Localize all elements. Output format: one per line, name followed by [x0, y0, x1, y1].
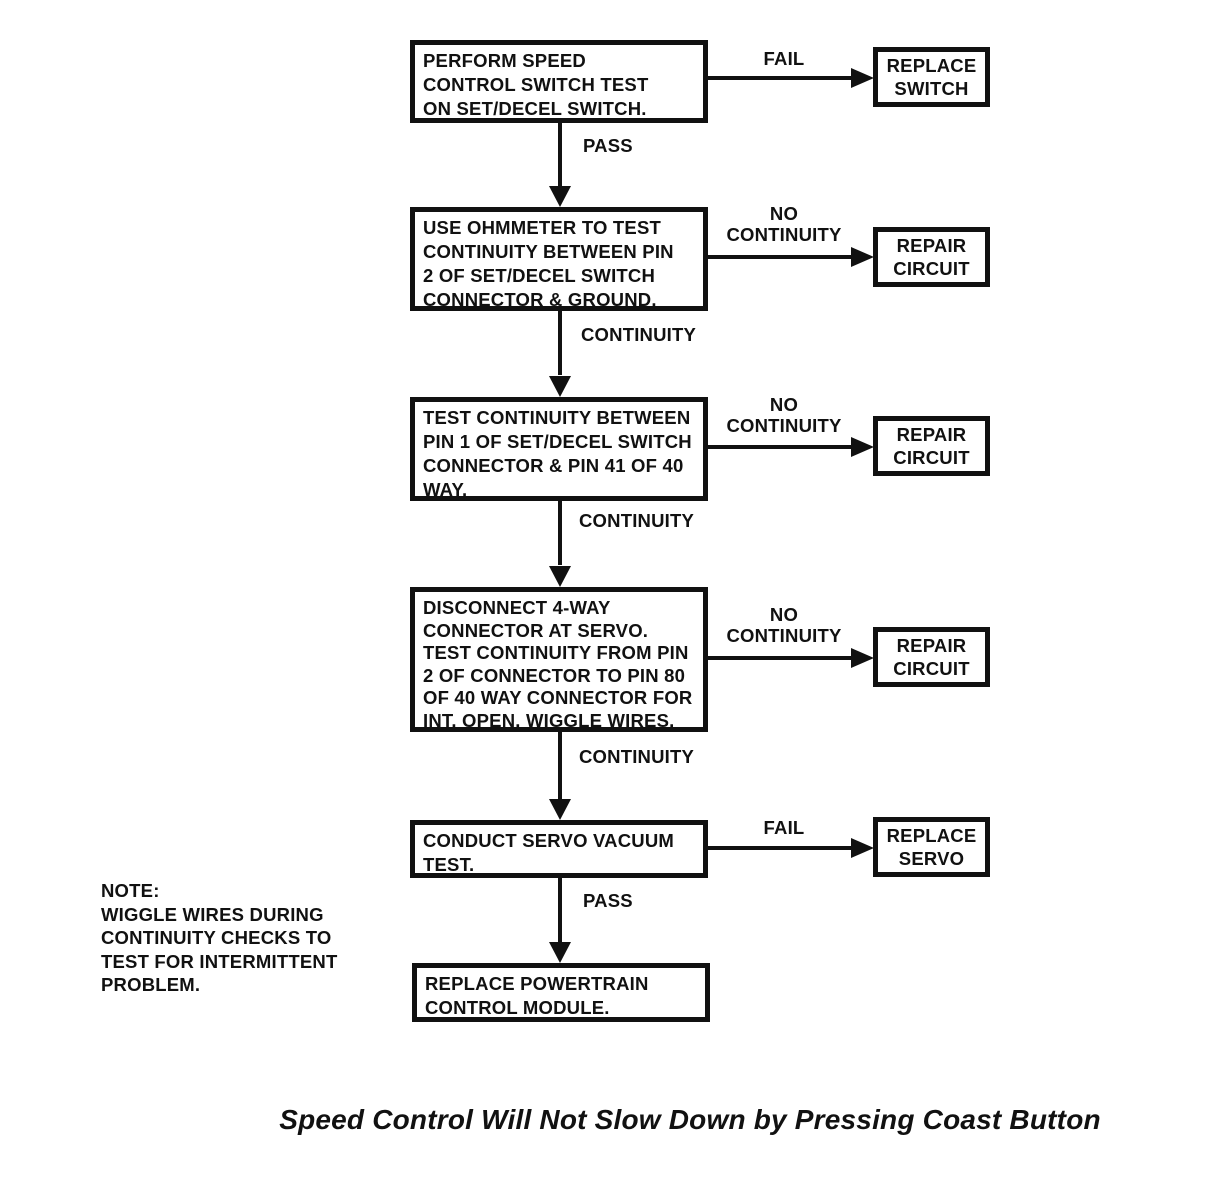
action-box-repair-circuit-3: REPAIR CIRCUIT [873, 627, 990, 687]
branch-arrow-head-2 [851, 247, 874, 267]
edge-label-no-continuity-4: NO CONTINUITY [726, 604, 842, 646]
down-arrow-line-2 [558, 311, 562, 375]
edge-label-continuity-4: CONTINUITY [579, 746, 695, 767]
down-arrow-head-4 [549, 799, 571, 820]
action-box-replace-servo: REPLACE SERVO [873, 817, 990, 877]
branch-arrow-head-4 [851, 648, 874, 668]
branch-arrow-line-1 [708, 76, 855, 80]
down-arrow-line-1 [558, 123, 562, 189]
branch-arrow-line-2 [708, 255, 855, 259]
edge-label-continuity-2: CONTINUITY [581, 324, 697, 345]
edge-label-fail-1: FAIL [763, 48, 805, 69]
branch-arrow-head-5 [851, 838, 874, 858]
down-arrow-head-3 [549, 566, 571, 587]
step-box-replace-pcm: REPLACE POWERTRAIN CONTROL MODULE. [412, 963, 710, 1022]
edge-label-no-continuity-2: NO CONTINUITY [726, 203, 842, 245]
action-box-repair-circuit-2: REPAIR CIRCUIT [873, 416, 990, 476]
action-box-replace-switch: REPLACE SWITCH [873, 47, 990, 107]
down-arrow-head-1 [549, 186, 571, 207]
step-box-ohmmeter-pin2-ground: USE OHMMETER TO TEST CONTINUITY BETWEEN … [410, 207, 708, 311]
action-box-repair-circuit-1: REPAIR CIRCUIT [873, 227, 990, 287]
edge-label-no-continuity-3: NO CONTINUITY [726, 394, 842, 436]
step-box-perform-switch-test: PERFORM SPEED CONTROL SWITCH TEST ON SET… [410, 40, 708, 123]
down-arrow-head-2 [549, 376, 571, 397]
edge-label-continuity-3: CONTINUITY [579, 510, 695, 531]
edge-label-fail-5: FAIL [763, 817, 805, 838]
branch-arrow-line-3 [708, 445, 855, 449]
branch-arrow-line-5 [706, 846, 855, 850]
step-box-disconnect-4way-servo: DISCONNECT 4-WAY CONNECTOR AT SERVO. TES… [410, 587, 708, 732]
down-arrow-line-5 [558, 878, 562, 943]
note-text: NOTE: WIGGLE WIRES DURING CONTINUITY CHE… [101, 880, 338, 995]
branch-arrow-head-1 [851, 68, 874, 88]
down-arrow-line-3 [558, 501, 562, 565]
edge-label-pass-5: PASS [583, 890, 633, 911]
figure-caption: Speed Control Will Not Slow Down by Pres… [279, 1104, 1101, 1135]
step-box-pin1-pin41-continuity: TEST CONTINUITY BETWEEN PIN 1 OF SET/DEC… [410, 397, 708, 501]
step-box-servo-vacuum-test: CONDUCT SERVO VACUUM TEST. [410, 820, 708, 878]
branch-arrow-line-4 [708, 656, 855, 660]
branch-arrow-head-3 [851, 437, 874, 457]
down-arrow-head-5 [549, 942, 571, 963]
edge-label-pass-1: PASS [583, 135, 633, 156]
down-arrow-line-4 [558, 732, 562, 800]
